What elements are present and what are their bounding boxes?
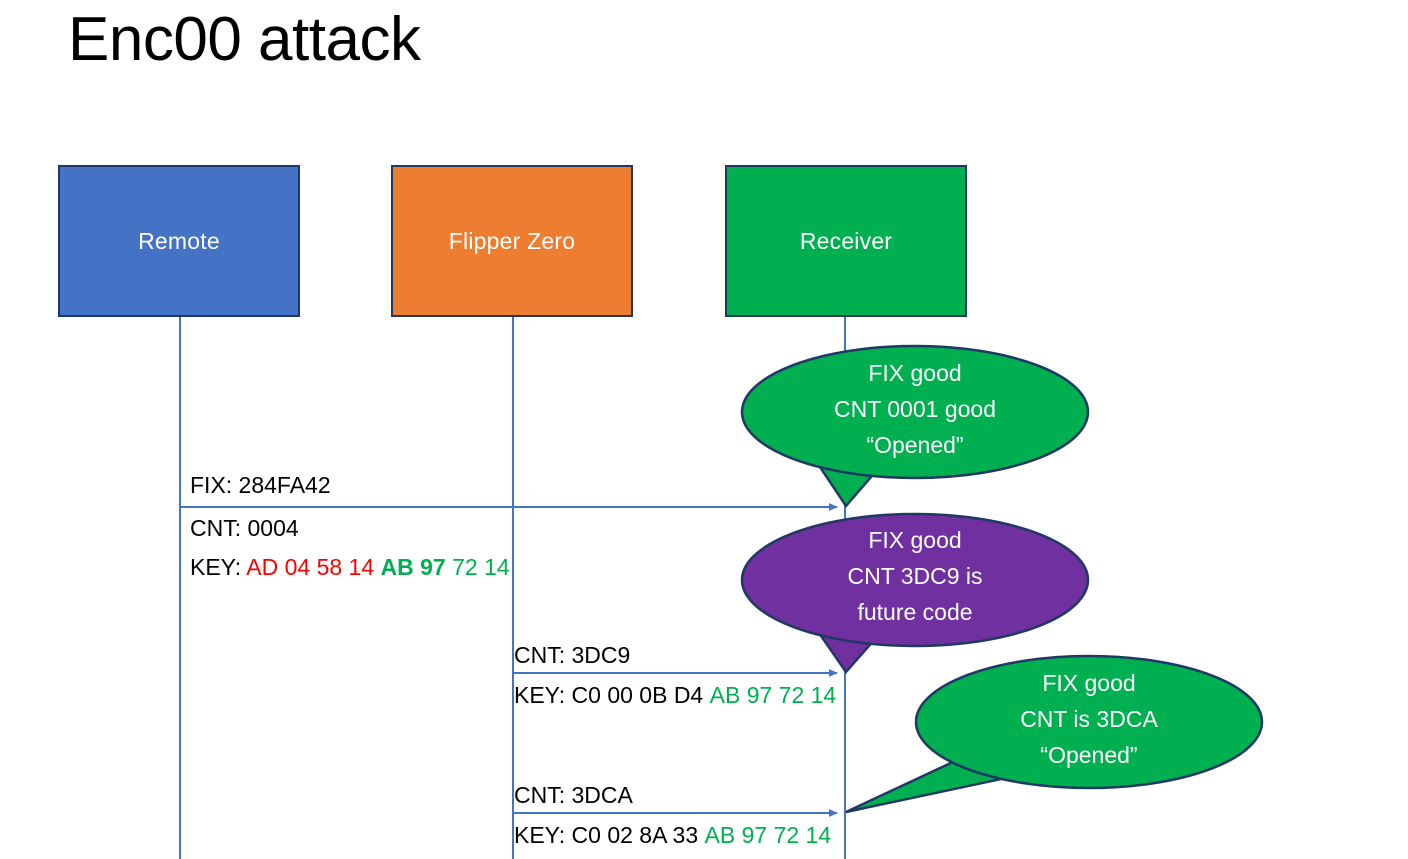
callout-1-text: FIX good CNT 0001 good “Opened” [742,355,1088,463]
actor-label-receiver: Receiver [799,227,893,254]
key-2-prefix: KEY: C0 00 0B D4 [514,682,704,708]
page-title: Enc00 attack [68,5,421,74]
callout-2-line-2: CNT 3DC9 is [847,563,983,589]
callout-1-line-1: FIX good [868,360,962,386]
key-1-prefix: KEY: [190,554,247,580]
message-label-cnt-2: CNT: 3DC9 [514,642,631,668]
actor-box-receiver[interactable]: Receiver [725,165,967,317]
message-label-key-3: KEY: C0 02 8A 33 AB 97 72 14 [514,820,831,851]
callout-1-line-3: “Opened” [866,432,964,458]
key-1-green-bold-bytes: AB 97 [380,554,446,580]
callout-3-line-1: FIX good [1042,670,1136,696]
callout-2-text: FIX good CNT 3DC9 is future code [742,522,1088,630]
callout-3-line-3: “Opened” [1040,742,1138,768]
key-1-green-bytes: 72 14 [452,554,510,580]
message-label-key-1: KEY: AD 04 58 14 AB 97 72 14 [190,552,510,583]
callout-2-line-1: FIX good [868,527,962,553]
callout-2-line-3: future code [857,599,973,625]
callout-1-line-2: CNT 0001 good [834,396,996,422]
key-2-green-bytes: AB 97 72 14 [709,682,837,708]
message-label-key-2: KEY: C0 00 0B D4 AB 97 72 14 [514,680,836,711]
callout-3-text: FIX good CNT is 3DCA “Opened” [916,665,1262,773]
key-1-red-bytes: AD 04 58 14 [246,554,375,580]
actor-box-flipper[interactable]: Flipper Zero [391,165,633,317]
callout-3-line-2: CNT is 3DCA [1020,706,1158,732]
actor-label-remote: Remote [138,227,220,254]
actor-box-remote[interactable]: Remote [58,165,300,317]
message-label-cnt-3: CNT: 3DCA [514,782,633,808]
message-label-fix-1: FIX: 284FA42 [190,472,331,498]
actor-label-flipper: Flipper Zero [448,227,576,254]
key-3-green-bytes: AB 97 72 14 [704,822,832,848]
message-label-cnt-1: CNT: 0004 [190,515,299,541]
key-3-prefix: KEY: C0 02 8A 33 [514,822,699,848]
